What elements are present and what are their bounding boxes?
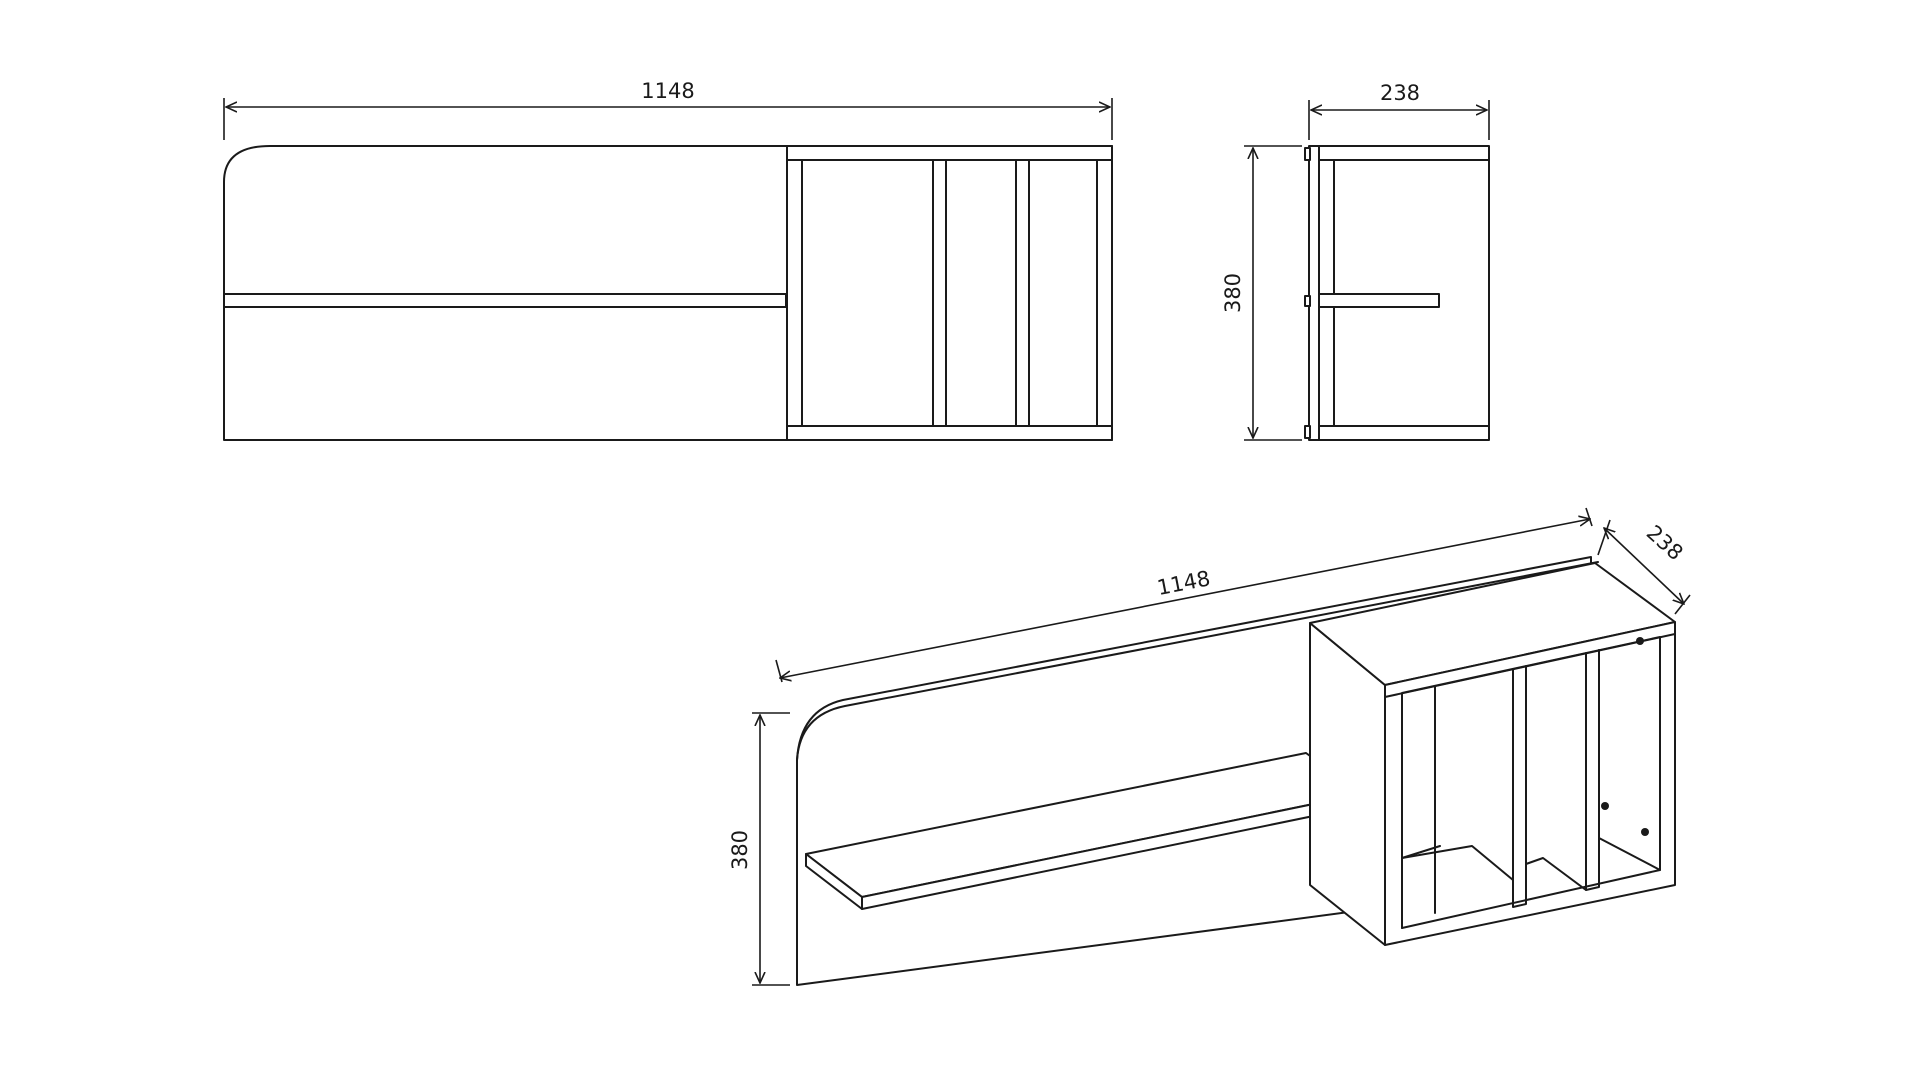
- iso-back-panel-edge: [796, 561, 1599, 761]
- iso-height-dimension: 380: [728, 712, 790, 986]
- side-back-panel: [1308, 145, 1320, 441]
- side-shelf: [1318, 293, 1440, 308]
- iso-depth-label: 238: [1642, 520, 1688, 565]
- front-view: 1148: [223, 79, 1113, 441]
- side-view: 238 380: [1221, 81, 1490, 441]
- side-depth-label: 238: [1380, 81, 1420, 105]
- front-width-label: 1148: [641, 79, 694, 103]
- side-height-label: 380: [1221, 273, 1245, 313]
- front-long-shelf: [223, 293, 787, 308]
- front-width-dimension: 1148: [223, 79, 1113, 140]
- iso-height-label: 380: [728, 830, 752, 870]
- side-height-dimension: 380: [1221, 145, 1302, 441]
- side-depth-dimension: 238: [1308, 81, 1490, 140]
- iso-cabinet: [1309, 562, 1676, 946]
- front-cabinet: [786, 145, 1113, 441]
- isometric-view: 1148 238 380: [728, 507, 1691, 986]
